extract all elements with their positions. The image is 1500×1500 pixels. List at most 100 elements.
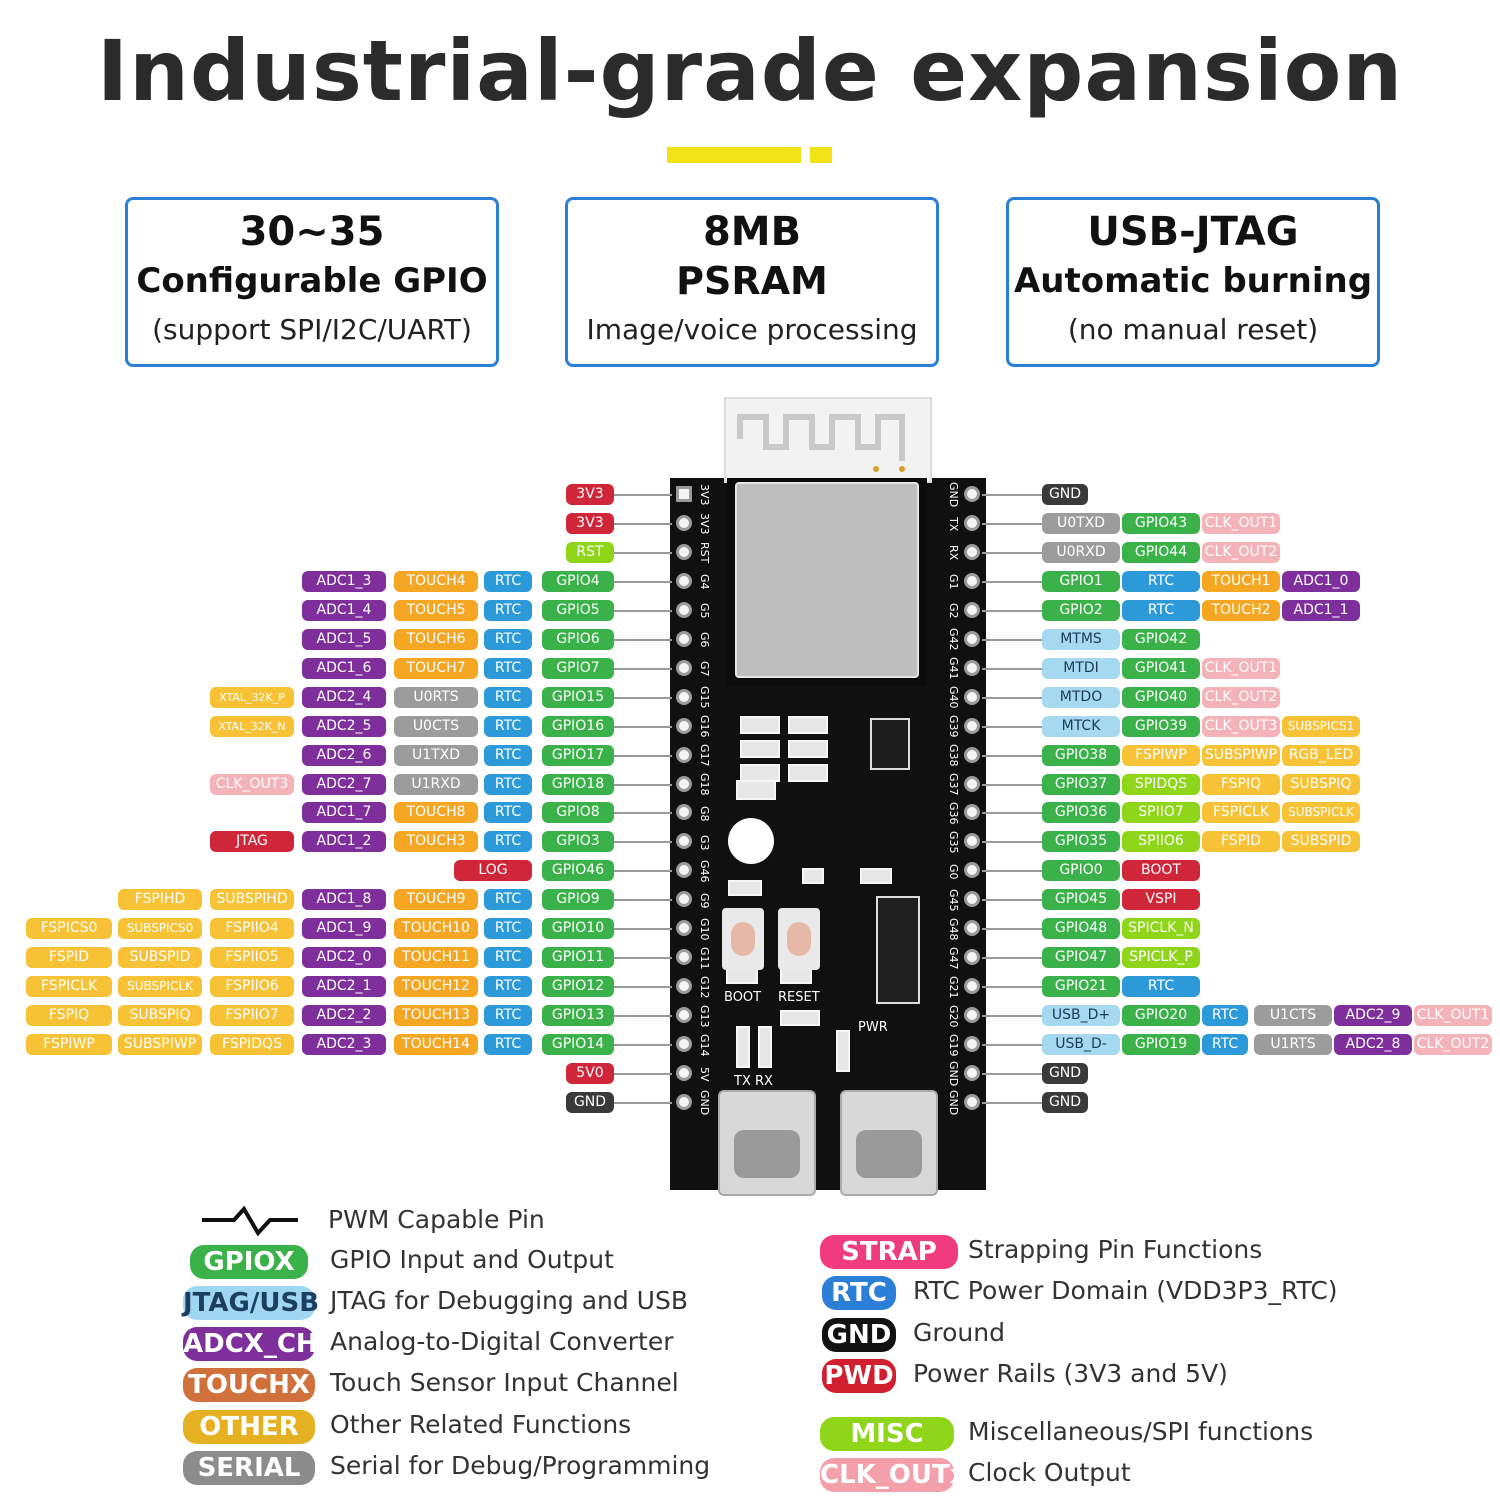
- header-pin-right: [964, 920, 980, 937]
- pin-label-right-gpio0: GPIO0: [1042, 860, 1120, 882]
- pin-leader-line: [612, 638, 672, 641]
- pin-label-right-clk_out2: CLK_OUT2: [1202, 541, 1280, 563]
- pin-label-right-spiclk_n: SPICLK_N: [1122, 918, 1200, 940]
- pin-label-right-rtc: RTC: [1202, 1005, 1248, 1027]
- pin-leader-line: [982, 928, 1044, 931]
- pin-label-left-rtc: RTC: [484, 918, 532, 940]
- header-pin-right: [964, 949, 980, 966]
- pin-leader-line: [612, 870, 672, 873]
- reset-button[interactable]: [778, 908, 820, 970]
- pin-label-right-touch2: TOUCH2: [1202, 599, 1280, 621]
- silkscreen-right: GND: [947, 482, 960, 508]
- boot-button[interactable]: [722, 908, 764, 970]
- pin-label-right-clk_out1: CLK_OUT1: [1414, 1005, 1492, 1027]
- pin-label-left-rtc: RTC: [484, 889, 532, 911]
- pin-label-left-fspiio6: FSPIIO6: [210, 976, 294, 998]
- legend-text-other: Other Related Functions: [330, 1410, 632, 1439]
- pin-label-left-adc1_3: ADC1_3: [302, 570, 386, 592]
- silkscreen-right: TX: [947, 516, 960, 532]
- header-pin-right: [964, 630, 980, 647]
- pin-label-left-gpio5: GPIO5: [542, 599, 614, 621]
- pin-label-left-fspiio5: FSPIIO5: [210, 947, 294, 969]
- pin-label-left-gpio3: GPIO3: [542, 831, 614, 853]
- pin-label-right-gpio21: GPIO21: [1042, 976, 1120, 998]
- silkscreen-right: GND: [947, 1061, 960, 1087]
- header-pin-left: [676, 486, 692, 502]
- pin-label-right-gnd: GND: [1042, 484, 1088, 505]
- pin-label-right-rtc: RTC: [1122, 570, 1200, 592]
- silkscreen-left: G17: [698, 744, 711, 767]
- pin-label-left-gpio7: GPIO7: [542, 657, 614, 679]
- usb-c-port-right[interactable]: [840, 1090, 938, 1196]
- header-pin-left: [676, 833, 692, 850]
- usb-c-port-left[interactable]: [718, 1090, 816, 1196]
- pin-label-right-rgb_led: RGB_LED: [1282, 744, 1360, 766]
- legend-text-touch: Touch Sensor Input Channel: [330, 1368, 679, 1397]
- header-pin-left: [676, 630, 692, 647]
- header-pin-right: [964, 601, 980, 618]
- silkscreen-right: G35: [947, 831, 960, 854]
- pin-leader-line: [612, 986, 672, 989]
- header-pin-right: [964, 833, 980, 850]
- pin-label-right-gpio1: GPIO1: [1042, 570, 1120, 592]
- pin-leader-line: [612, 957, 672, 960]
- pin-label-left-adc2_7: ADC2_7: [302, 773, 386, 795]
- pin-label-right-gpio20: GPIO20: [1122, 1005, 1200, 1027]
- header-pin-left: [676, 891, 692, 908]
- pin-label-right-mtck: MTCK: [1042, 715, 1120, 737]
- smd-component: [788, 716, 828, 734]
- pin-label-left-fspiio7: FSPIIO7: [210, 1005, 294, 1027]
- silkscreen-left: G6: [698, 631, 711, 648]
- pin-label-left-touch6: TOUCH6: [394, 628, 478, 650]
- pin-leader-line: [982, 1101, 1044, 1104]
- header-pin-left: [676, 601, 692, 618]
- pin-label-left-gpio13: GPIO13: [542, 1005, 614, 1027]
- pin-label-right-adc1_1: ADC1_1: [1282, 599, 1360, 621]
- pin-label-left-fspiio4: FSPIIO4: [210, 918, 294, 940]
- led-rx: [758, 1026, 772, 1068]
- feature-box-psram: 8MB PSRAM Image/voice processing: [565, 197, 939, 367]
- header-pin-left: [676, 543, 692, 560]
- pin-label-left-gpio4: GPIO4: [542, 570, 614, 592]
- pin-label-left-gnd: GND: [566, 1091, 614, 1113]
- header-pin-right: [964, 862, 980, 879]
- pin-leader-line: [982, 957, 1044, 960]
- pwr-label: PWR: [858, 1020, 888, 1035]
- pin-label-right-vspi: VSPI: [1122, 889, 1200, 911]
- silkscreen-right: G41: [947, 657, 960, 680]
- feature-note: Image/voice processing: [586, 313, 918, 346]
- pin-leader-line: [612, 783, 672, 786]
- pin-label-right-spidqs: SPIDQS: [1122, 773, 1200, 795]
- pin-label-right-usb_d-: USB_D-: [1042, 1034, 1120, 1056]
- led-tx: [736, 1026, 750, 1068]
- antenna-trace-icon: [737, 414, 905, 472]
- legend-text-jtag-usb: JTAG for Debugging and USB: [330, 1286, 688, 1315]
- pin-label-left-rst: RST: [566, 541, 614, 563]
- pin-label-left-fspid: FSPID: [26, 947, 112, 969]
- feature-note: (no manual reset): [1067, 313, 1319, 346]
- pin-label-left-adc1_9: ADC1_9: [302, 918, 386, 940]
- pin-leader-line: [612, 928, 672, 931]
- pin-label-right-u0rxd: U0RXD: [1042, 541, 1120, 563]
- pin-label-right-subspics1: SUBSPICS1: [1282, 715, 1360, 737]
- silkscreen-left: RST: [698, 542, 711, 564]
- header-pin-right: [964, 688, 980, 705]
- pin-label-left-adc2_4: ADC2_4: [302, 686, 386, 708]
- pin-label-right-spiclk_p: SPICLK_P: [1122, 947, 1200, 969]
- pin-label-left-rtc: RTC: [484, 628, 532, 650]
- pin-label-left-touch13: TOUCH13: [394, 1005, 478, 1027]
- pin-label-right-adc1_0: ADC1_0: [1282, 570, 1360, 592]
- pin-label-right-boot: BOOT: [1122, 860, 1200, 882]
- pin-label-left-fspihd: FSPIHD: [118, 889, 202, 911]
- pin-leader-line: [982, 870, 1044, 873]
- legend-pwm-text: PWM Capable Pin: [328, 1205, 545, 1234]
- smd-component: [726, 968, 758, 984]
- smd-component: [736, 780, 776, 800]
- header-pin-left: [676, 949, 692, 966]
- silkscreen-right: G38: [947, 744, 960, 767]
- pin-label-left-adc1_5: ADC1_5: [302, 628, 386, 650]
- pin-label-left-xtal_32k_n: XTAL_32K_N: [210, 715, 294, 737]
- pin-label-left-subspiclk: SUBSPICLK: [118, 976, 202, 998]
- txrx-label: TX RX: [734, 1074, 773, 1089]
- header-pin-left: [676, 775, 692, 792]
